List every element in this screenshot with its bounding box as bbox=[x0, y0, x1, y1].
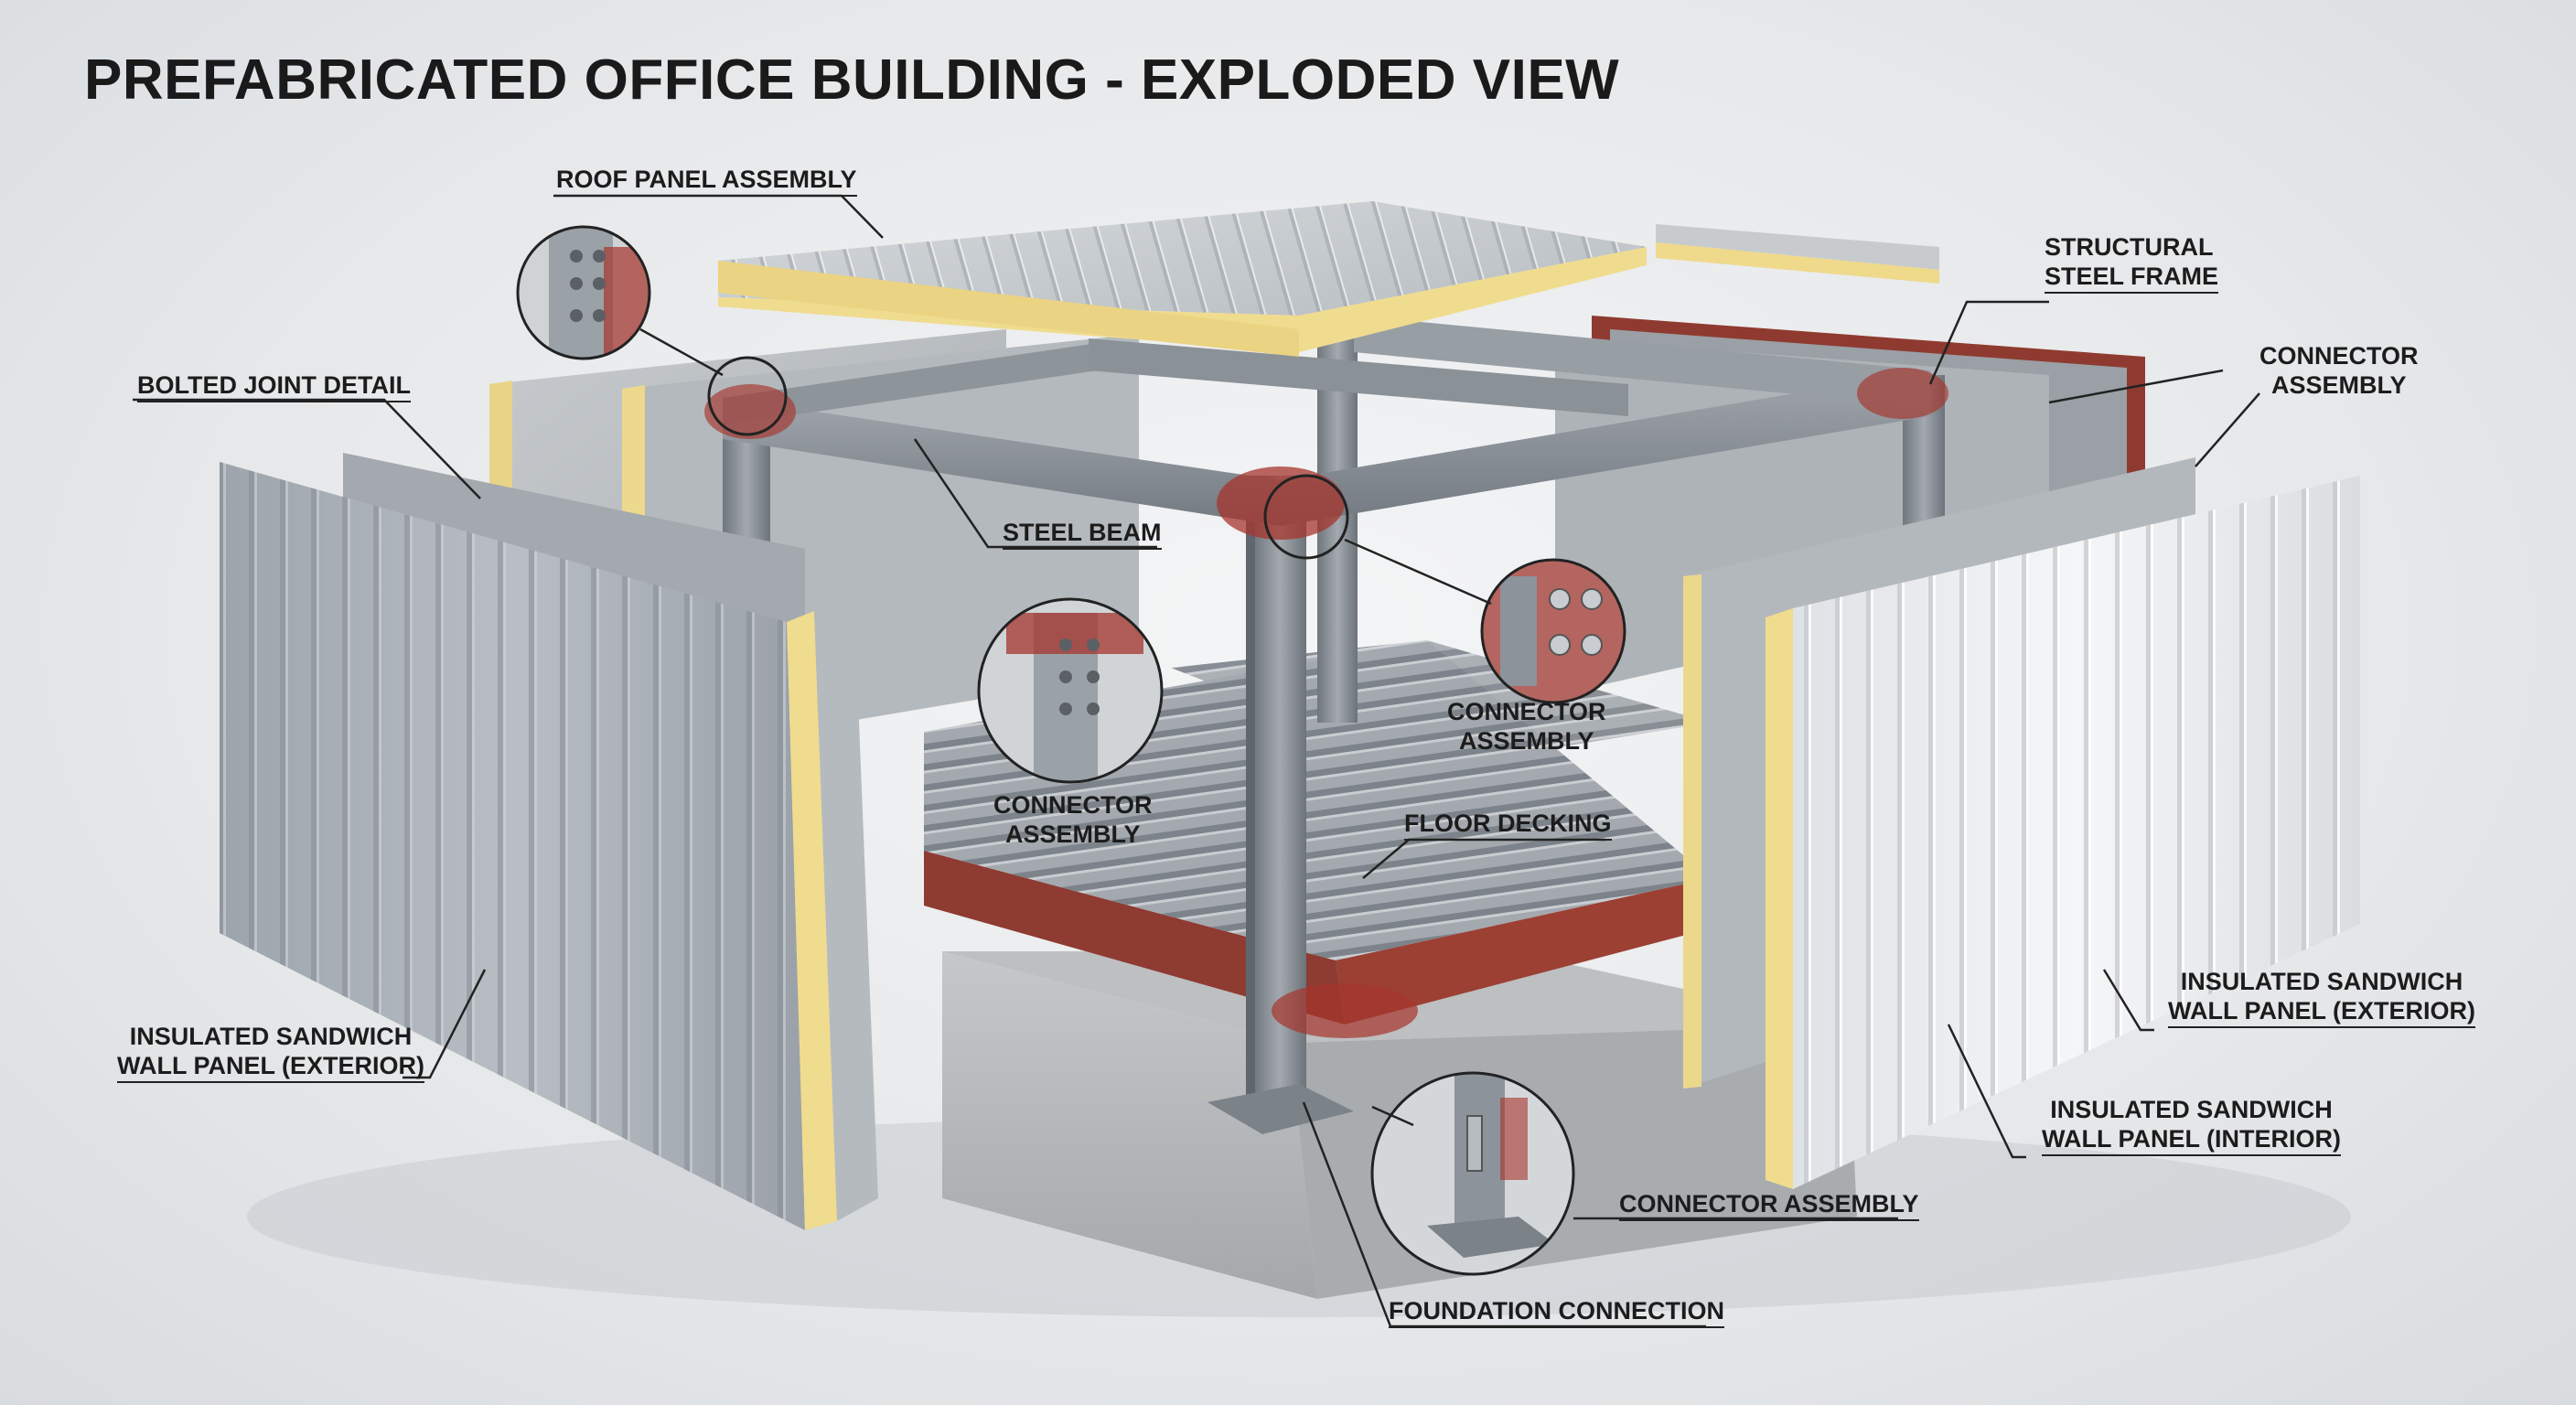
joint-highlight-center bbox=[1263, 474, 1349, 560]
label-connector-assembly-center: CONNECTOR ASSEMBLY bbox=[1447, 698, 1606, 755]
leader-center-joint bbox=[1344, 538, 1492, 606]
beam-front-left bbox=[723, 398, 1281, 526]
leader-wall-exterior-left bbox=[402, 969, 487, 1079]
joint-highlight-top-left bbox=[707, 356, 788, 436]
leader-connector-bottom-link bbox=[1371, 1105, 1414, 1127]
rust-joint-4 bbox=[1272, 983, 1418, 1038]
label-steel-beam: STEEL BEAM bbox=[1003, 518, 1162, 550]
leader-bolted-joint bbox=[133, 398, 481, 499]
beam-front-right bbox=[1281, 370, 1930, 526]
label-bolted-joint-detail: BOLTED JOINT DETAIL bbox=[137, 370, 411, 402]
label-structural-steel-frame: STRUCTURAL STEEL FRAME bbox=[2045, 232, 2219, 294]
label-wall-exterior-left: INSULATED SANDWICH WALL PANEL (EXTERIOR) bbox=[117, 1022, 425, 1083]
page-title: PREFABRICATED OFFICE BUILDING - EXPLODED… bbox=[84, 48, 1620, 112]
label-wall-exterior-right: INSULATED SANDWICH WALL PANEL (EXTERIOR) bbox=[2168, 967, 2476, 1028]
leader-connector-top-right-1 bbox=[2048, 369, 2224, 404]
leader-steel-beam bbox=[913, 438, 1157, 549]
left-wall-exterior-inner bbox=[814, 611, 878, 1221]
label-connector-assembly-bottom: CONNECTOR ASSEMBLY bbox=[1619, 1189, 1919, 1221]
leader-structural-frame bbox=[1928, 300, 2049, 385]
column-base-plate bbox=[1208, 1084, 1354, 1134]
label-connector-assembly-left: CONNECTOR ASSEMBLY bbox=[993, 791, 1153, 848]
connector-detail-circle-center bbox=[1480, 558, 1626, 704]
column-back-mid bbox=[1317, 338, 1358, 723]
left-wall-exterior-core bbox=[787, 611, 837, 1230]
beam-back-right bbox=[1089, 338, 1628, 416]
rust-joint-1 bbox=[1217, 467, 1345, 540]
roof-panel-ribs bbox=[718, 201, 1647, 316]
right-wall-interior-edge bbox=[1683, 574, 1701, 1089]
roof-panel-small bbox=[1656, 224, 1939, 270]
connector-detail-circle-left bbox=[977, 597, 1164, 784]
rust-joint-3 bbox=[1857, 368, 1948, 419]
left-wall-exterior-ribs bbox=[220, 462, 805, 1230]
bolted-joint-detail-circle bbox=[516, 225, 651, 360]
leader-bolted-joint-circle bbox=[639, 327, 724, 377]
beam-side-right bbox=[1354, 316, 1930, 407]
label-roof-panel-assembly: ROOF PANEL ASSEMBLY bbox=[556, 165, 857, 197]
label-wall-interior-right: INSULATED SANDWICH WALL PANEL (INTERIOR) bbox=[2042, 1095, 2341, 1156]
connector-detail-circle-bottom bbox=[1370, 1071, 1575, 1276]
label-connector-assembly-top-right: CONNECTOR ASSEMBLY bbox=[2259, 342, 2419, 399]
beam-back-left bbox=[723, 343, 1098, 425]
right-wall-exterior-core bbox=[1766, 608, 1793, 1189]
right-wall-exterior-ribs bbox=[1793, 476, 2360, 1189]
column-front-center-flange bbox=[1246, 476, 1255, 1116]
roof-panel-insulation-front bbox=[718, 261, 1299, 357]
leader-connector-top-right-2 bbox=[2195, 392, 2260, 467]
foundation-front bbox=[942, 951, 1317, 1299]
floor-frame-side bbox=[1336, 878, 1711, 1024]
leader-wall-interior-right bbox=[1947, 1024, 2026, 1159]
label-foundation-connection: FOUNDATION CONNECTION bbox=[1389, 1296, 1724, 1328]
roof-panel-small-edge bbox=[1656, 242, 1939, 284]
leader-wall-exterior-right bbox=[2102, 969, 2154, 1032]
floor-frame-front bbox=[924, 851, 1345, 1024]
label-floor-decking: FLOOR DECKING bbox=[1404, 809, 1612, 841]
